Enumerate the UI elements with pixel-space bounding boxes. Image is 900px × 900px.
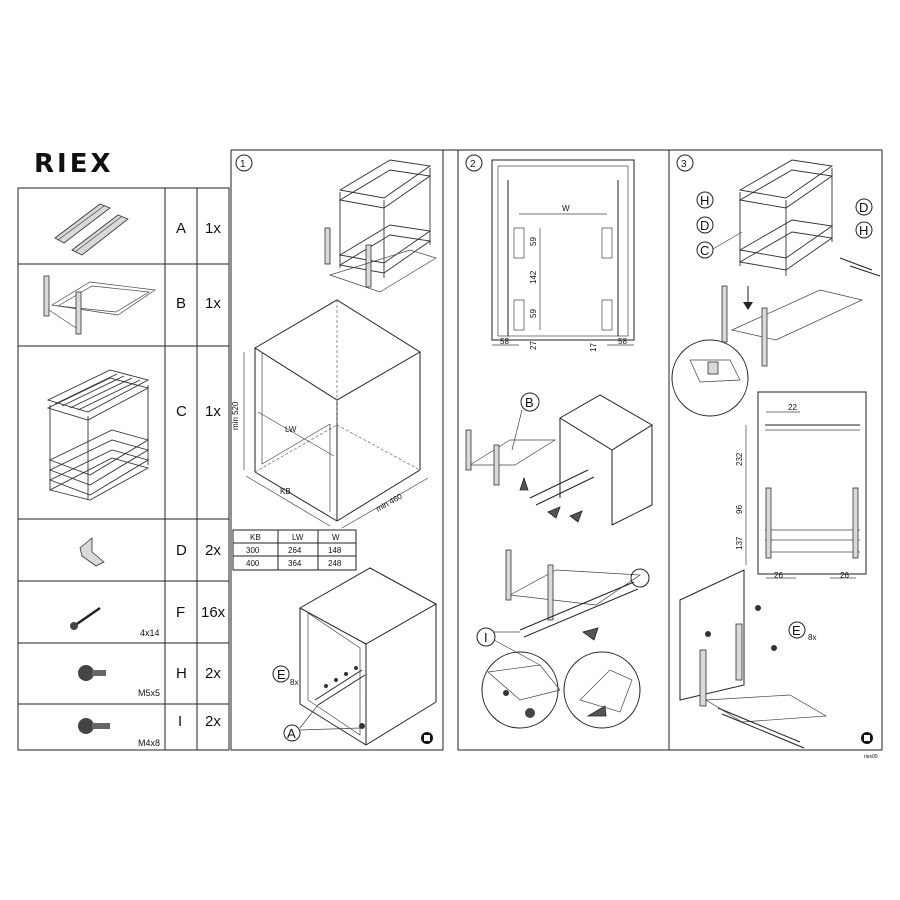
svg-text:H: H (859, 223, 868, 238)
dim-59-label: 59 (529, 237, 538, 246)
part-letter: F (176, 604, 185, 621)
step-3-side-section: 22 232 96 137 26 26 (735, 391, 867, 580)
dim-58-label: 58 (500, 337, 509, 346)
step-2-frame-insert (465, 394, 653, 526)
table-header: W (332, 533, 340, 542)
dim-96-label: 96 (735, 505, 744, 514)
part-qty: 16x (201, 604, 226, 621)
step-1-cabinet-diagram: LW KB min 520 min 460 (231, 299, 429, 529)
dim-w-label: W (562, 204, 570, 213)
dim-kb-label: KB (280, 487, 291, 496)
svg-text:E: E (792, 623, 801, 638)
part-letter: A (176, 220, 186, 237)
callout-h-step3-right: H (855, 221, 873, 239)
step-3-basket-mount (721, 159, 881, 367)
dim-232-label: 232 (735, 452, 744, 466)
callout-a-step1: A (283, 704, 361, 742)
table-header: KB (250, 533, 261, 542)
svg-text:A: A (287, 726, 296, 741)
svg-text:D: D (859, 200, 868, 215)
part-qty: 2x (205, 542, 221, 559)
panel-borders (230, 149, 883, 751)
parts-table (17, 187, 230, 751)
svg-text:H: H (700, 193, 709, 208)
table-cell: 364 (288, 559, 302, 568)
step-2-drilling-template: W 59 142 59 58 27 17 58 (491, 159, 635, 352)
wood-screw-icon (70, 606, 101, 630)
part-letter: C (176, 403, 187, 420)
callout-h-step3-left: H (696, 191, 714, 209)
table-cell: 148 (328, 546, 342, 555)
part-letter: D (176, 542, 187, 559)
brand-logo: RIEX (34, 149, 114, 179)
step-2-badge: 2 (465, 154, 483, 172)
step-1-runner-install (298, 567, 438, 746)
svg-text:I: I (484, 630, 488, 645)
part-size: 4x14 (140, 628, 160, 638)
machine-screw-long-icon (78, 718, 110, 734)
svg-text:C: C (700, 243, 709, 258)
callout-d-step3-right: D (855, 198, 873, 216)
dim-height-label: min 520 (231, 401, 240, 430)
parts-list: A 1x B 1x C 1x D 2x F 16x 4x14 H 2x M5x5… (138, 220, 226, 748)
dim-22-label: 22 (788, 403, 797, 412)
part-size: M4x8 (138, 738, 160, 748)
dim-137-label: 137 (735, 536, 744, 550)
callout-i-step2: I (476, 627, 541, 666)
svg-text:B: B (525, 395, 534, 410)
part-size: M5x5 (138, 688, 160, 698)
dim-27-label: 27 (529, 341, 538, 350)
size-table: KB LW W 300 264 148 400 364 248 (232, 529, 357, 571)
svg-text:3: 3 (681, 159, 687, 170)
dim-26-label: 26 (840, 571, 849, 580)
table-header: LW (292, 533, 304, 542)
part-letter: I (178, 713, 182, 730)
wire-basket-illustration (46, 369, 150, 501)
part-letter: H (176, 665, 187, 682)
svg-text:2: 2 (470, 159, 476, 170)
dim-lw-label: LW (285, 425, 297, 434)
table-cell: 264 (288, 546, 302, 555)
part-qty: 1x (205, 295, 221, 312)
svg-text:8x: 8x (290, 678, 298, 687)
dim-26-label: 26 (774, 571, 783, 580)
step-3-detail-circle (671, 339, 749, 417)
dim-17-label: 17 (589, 343, 598, 352)
step-3-front-mount (679, 569, 828, 749)
step-3-badge: 3 (676, 154, 694, 172)
next-page-icon (861, 732, 873, 744)
table-cell: 248 (328, 559, 342, 568)
part-qty: 2x (205, 665, 221, 682)
svg-text:E: E (277, 667, 286, 682)
step-1-badge: 1 (235, 154, 253, 172)
callout-c-step3: C (696, 231, 743, 259)
part-qty: 2x (205, 713, 221, 730)
dim-58-label: 58 (618, 337, 627, 346)
part-letter: B (176, 295, 186, 312)
bracket-illustration (79, 537, 105, 567)
step-1-preview-unit (324, 159, 437, 293)
callout-e-step3: E 8x (788, 621, 816, 642)
callout-d-step3-left: D (696, 216, 714, 234)
svg-text:1: 1 (240, 159, 246, 170)
part-qty: 1x (205, 220, 221, 237)
dim-59-label: 59 (529, 309, 538, 318)
runner-rails-illustration (54, 203, 129, 256)
svg-text:D: D (700, 218, 709, 233)
table-cell: 300 (246, 546, 260, 555)
next-page-icon (421, 732, 433, 744)
footer-code: riex05 (864, 754, 878, 760)
part-qty: 1x (205, 403, 221, 420)
base-frame-illustration (43, 275, 156, 335)
machine-screw-icon (78, 665, 106, 681)
callout-e-step1: E 8x (272, 665, 298, 687)
dim-142-label: 142 (529, 270, 538, 284)
table-cell: 400 (246, 559, 260, 568)
svg-text:8x: 8x (808, 633, 816, 642)
callout-b-step2: B (511, 392, 540, 451)
step-2-assembly-detail (481, 549, 650, 729)
